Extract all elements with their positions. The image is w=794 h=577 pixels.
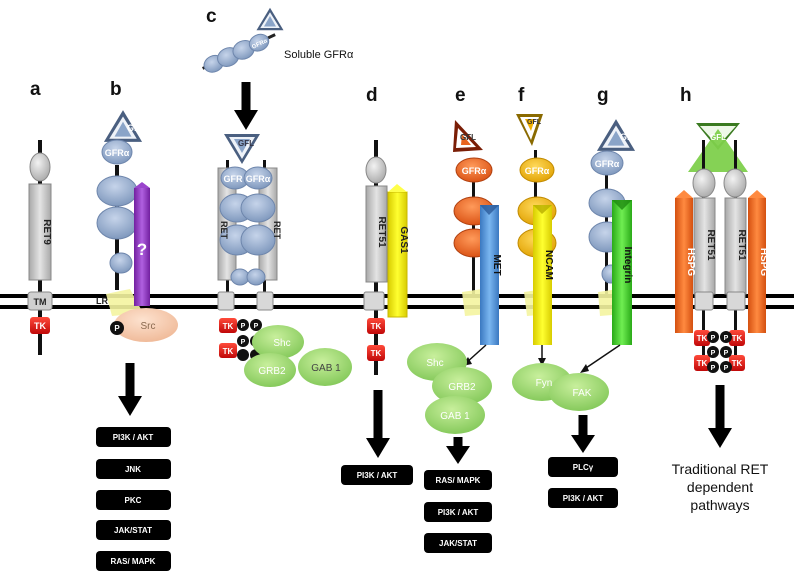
tk-label: TK (697, 334, 708, 343)
panel-label-a: a (30, 79, 41, 100)
src-label: Src (141, 321, 156, 332)
pathway-e-0: RAS/ MAPK (436, 476, 481, 485)
tk-label: TK (697, 359, 708, 368)
pathway-b-4: RAS/ MAPK (111, 557, 156, 566)
ret51-label: RET51 (376, 216, 387, 248)
tk-label: TK (34, 321, 46, 331)
soluble-gfl-icon (256, 7, 284, 31)
gfra-label: GFRα (595, 159, 620, 169)
tm-label: TM (34, 297, 47, 307)
panel-c-ret-dimer: GFL GFR GFRα RET RET TK TK P P P P (217, 134, 352, 387)
phospho-label: P (724, 335, 729, 342)
integrin-label: Integrin (622, 247, 633, 284)
gab1-label: GAB 1 (440, 411, 470, 422)
pathway-fg-0: PLCγ (573, 463, 594, 472)
gfra-label-right: GFRα (246, 174, 271, 184)
panel-fg-adaptors: Fyn FAK (512, 363, 609, 453)
panel-b-lipid-raft: LR GFL GFRα ? Src P (96, 110, 178, 416)
pathway-b-1: JNK (125, 465, 141, 474)
phospho-label: P (711, 350, 716, 357)
gfl-label: GFL (127, 123, 145, 133)
gfl-label: GFL (460, 133, 476, 142)
gfr-label-left: GFR (224, 174, 243, 184)
tk-label: TK (223, 347, 234, 356)
tk-label: TK (371, 349, 382, 358)
phospho-label: P (241, 323, 246, 330)
gfra-label: GFRα (105, 148, 130, 158)
unknown-coreceptor-label: ? (137, 240, 147, 259)
fyn-label: Fyn (536, 378, 553, 389)
pathway-e-2: JAK/STAT (439, 539, 477, 548)
gas1-label: GAS1 (398, 226, 409, 254)
traditional-pathways-line-2: dependent (687, 479, 753, 495)
tk-label: TK (732, 359, 743, 368)
pathway-b-0: PI3K / AKT (113, 433, 154, 442)
fak-label: FAK (573, 388, 592, 399)
gfra-label: GFRα (462, 166, 487, 176)
traditional-pathways-line-1: Traditional RET (672, 461, 769, 477)
shc-label: Shc (273, 338, 290, 349)
panel-e-met: GFL GFRα MET Shc GRB2 GAB 1 (407, 120, 502, 464)
pathway-e-1: PI3K / AKT (438, 508, 479, 517)
panel-a-ret9: RET9 TM TK (27, 140, 53, 355)
panel-d-gas1: RET51 GAS1 TK TK (363, 140, 409, 458)
gfra-label: GFRα (525, 166, 550, 176)
panel-label-g: g (597, 85, 609, 106)
traditional-pathways-line-3: pathways (690, 497, 749, 513)
phospho-label: P (711, 365, 716, 372)
ret9-label: RET9 (41, 219, 52, 245)
grb2-label: GRB2 (258, 366, 286, 377)
phospho-label: P (724, 365, 729, 372)
gfl-label: GFL (527, 119, 542, 126)
panel-label-c: c (206, 6, 217, 27)
met-label: MET (491, 254, 502, 275)
phospho-label: P (114, 324, 120, 333)
phospho-label: P (711, 335, 716, 342)
panel-c-soluble: GFRα Soluble GFRα (202, 7, 354, 130)
gfl-label: GFL (710, 133, 726, 142)
pathway-b-3: JAK/STAT (114, 526, 152, 535)
tk-label: TK (371, 322, 382, 331)
tk-label: TK (732, 334, 743, 343)
ret-label-right: RET (272, 221, 282, 240)
gfl-label: GFL (238, 139, 254, 148)
panel-g-integrin: GFL GFRα Integrin (580, 119, 638, 373)
ret-label-left: RET (219, 221, 229, 240)
shc-label: Shc (426, 358, 443, 369)
panel-label-f: f (518, 85, 525, 106)
panel-labels: a b c d e f g h (30, 6, 692, 106)
pathway-fg-1: PI3K / AKT (563, 494, 604, 503)
pathway-d-0: PI3K / AKT (357, 471, 398, 480)
grb2-label: GRB2 (448, 382, 476, 393)
ret51-label-right: RET51 (736, 229, 747, 261)
pathway-b-2: PKC (125, 496, 142, 505)
phospho-label: P (724, 350, 729, 357)
ret51-label-left: RET51 (705, 229, 716, 261)
lr-label: LR (96, 296, 108, 306)
phospho-label: P (241, 339, 246, 346)
hspg-label-left: HSPG (685, 248, 696, 277)
pathway-boxes: PI3K / AKT JNK PKC JAK/STAT RAS/ MAPK PI… (96, 427, 618, 571)
tk-label: TK (223, 322, 234, 331)
panel-label-d: d (366, 85, 378, 106)
phospho-label: P (254, 323, 259, 330)
hspg-label-right: HSPG (758, 248, 769, 277)
panel-label-h: h (680, 85, 692, 106)
panel-label-b: b (110, 79, 122, 100)
ncam-label: NCAM (543, 250, 554, 280)
gfl-label: GFL (620, 132, 638, 142)
gab1-label: GAB 1 (311, 363, 341, 374)
panel-h-hspg: GFL RET51 RET51 HSPG HSPG TK TK TK TK P (672, 123, 769, 513)
soluble-gfra-caption: Soluble GFRα (284, 49, 354, 61)
panel-label-e: e (455, 85, 466, 106)
panel-f-ncam: GFL GFRα NCAM (516, 114, 557, 366)
